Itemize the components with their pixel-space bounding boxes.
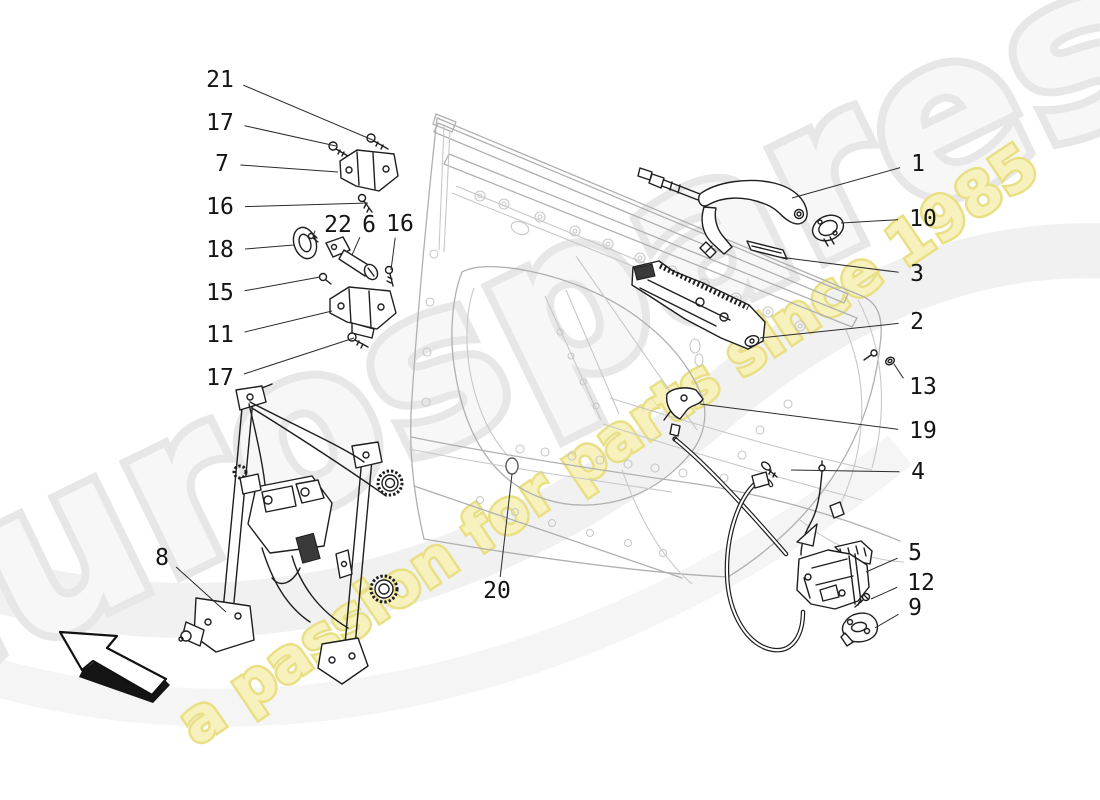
part-number-2[interactable]: 2 (910, 309, 924, 335)
part-number-6[interactable]: 6 (362, 212, 376, 238)
arrow-shadow (79, 662, 170, 703)
leader-line-9 (874, 613, 899, 629)
door-hinges-group (292, 133, 399, 349)
part-number-18[interactable]: 18 (206, 237, 234, 263)
part-number-1[interactable]: 1 (911, 151, 925, 177)
leader-line-12 (870, 586, 898, 600)
hinge-screw-16-left (357, 193, 373, 213)
lower-hinge-11 (329, 286, 397, 339)
leader-line-7 (240, 164, 339, 173)
striker-9 (840, 612, 879, 647)
part-number-13[interactable]: 13 (909, 374, 937, 400)
leader-line-20 (499, 473, 513, 578)
part-number-21[interactable]: 21 (206, 67, 234, 93)
leader-line-16 (244, 202, 369, 208)
leader-line-13 (893, 363, 904, 379)
part-number-8[interactable]: 8 (155, 545, 169, 571)
lock-cylinder-cover-10 (811, 214, 845, 247)
door-check-strap-6 (325, 236, 379, 281)
hinge-screw-17-top (328, 141, 349, 157)
part-number-4[interactable]: 4 (911, 459, 925, 485)
direction-arrow (58, 630, 170, 703)
regulator-mount-bracket-8 (193, 597, 255, 653)
part-number-19[interactable]: 19 (909, 418, 937, 444)
grommet-hole-20 (505, 457, 519, 475)
cap-18 (292, 226, 318, 260)
leader-line-19 (699, 403, 899, 430)
swoosh-band-1 (0, 223, 1100, 639)
lock-cable-loop (724, 477, 806, 653)
leader-line-18 (244, 244, 295, 250)
part-number-15[interactable]: 15 (206, 280, 234, 306)
leader-line-11 (244, 310, 333, 333)
lock-screw-12 (854, 592, 871, 608)
upper-hinge-7 (339, 149, 399, 192)
push-pin-clip (761, 461, 778, 478)
leader-line-1 (791, 167, 901, 199)
part-number-17[interactable]: 17 (206, 365, 234, 391)
leader-line-22 (312, 230, 316, 237)
part-number-3[interactable]: 3 (910, 261, 924, 287)
part-number-22[interactable]: 22 (324, 212, 352, 238)
arrow-body (58, 630, 168, 697)
leader-line-2 (759, 322, 899, 339)
lock-group (663, 387, 879, 653)
leader-line-4 (790, 469, 900, 473)
leader-line-5 (865, 557, 898, 573)
part-number-12[interactable]: 12 (907, 570, 935, 596)
part-number-16[interactable]: 16 (206, 194, 234, 220)
handle-rod (637, 167, 701, 201)
part-number-10[interactable]: 10 (909, 206, 937, 232)
part-number-5[interactable]: 5 (908, 540, 922, 566)
leader-line-16 (390, 237, 396, 271)
leader-line-17 (244, 125, 337, 147)
part-number-7[interactable]: 7 (215, 151, 229, 177)
cable-pulley-lower (369, 574, 399, 604)
part-number-11[interactable]: 11 (206, 322, 234, 348)
part-number-20[interactable]: 20 (483, 578, 511, 604)
leader-line-15 (244, 276, 321, 292)
part-number-9[interactable]: 9 (908, 595, 922, 621)
bolt-15 (318, 272, 332, 285)
cable-pulley-upper (376, 469, 404, 497)
exterior-handle-group (631, 167, 895, 366)
leader-line-17 (243, 337, 355, 375)
exterior-handle-1 (697, 179, 808, 259)
screw-13 (863, 349, 895, 366)
part-number-16[interactable]: 16 (386, 211, 414, 237)
leader-line-21 (243, 84, 376, 142)
leader-line-3 (778, 256, 899, 273)
leader-line-6 (351, 236, 361, 256)
part-number-17[interactable]: 17 (206, 110, 234, 136)
hinge-screw-16-right (384, 265, 394, 287)
swoosh-band-2 (0, 435, 912, 727)
leader-line-8 (175, 566, 227, 613)
leader-line-10 (840, 219, 899, 224)
cable-bracket-19 (663, 387, 704, 442)
handle-gasket-3 (746, 240, 788, 260)
handle-carrier-2 (631, 260, 766, 350)
hinge-screw-21 (366, 133, 389, 150)
callout-layer: 21 17 7 16 18 15 11 17 22 6 16 8 20 1 10 3 2 13 19 4 5 129 (155, 67, 937, 629)
door-lock-5 (796, 540, 873, 610)
regulator-motor (239, 473, 333, 564)
window-regulator (178, 383, 404, 685)
